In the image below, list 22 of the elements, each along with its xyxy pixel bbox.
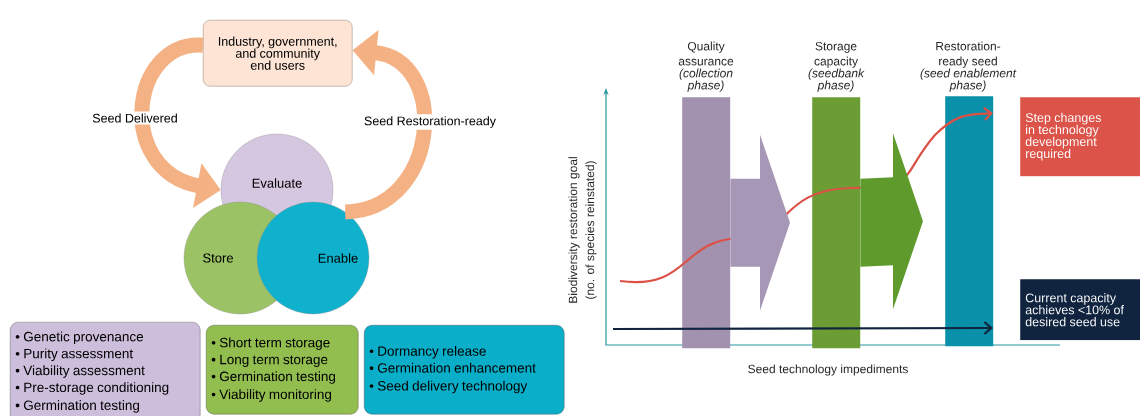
note-box: Step changes in technology development required [1020, 97, 1140, 177]
activity-list-box: • Genetic provenance • Purity assessment • Viability assessment • Pre-storage conditioning • Germination testing [10, 322, 201, 416]
node-label: Quality assurance [678, 41, 734, 66]
node-label: Restoration-ready seed [936, 41, 1001, 68]
node-label: (collection phase) [679, 68, 733, 92]
activity-list-box: • Dormancy release • Germination enhancement • Seed delivery technology [364, 325, 565, 415]
block-arrow [730, 134, 790, 311]
node-label: (seedbank phase) [808, 68, 865, 92]
phase-bar: Restoration-ready seed (seed enablement phase) [920, 41, 1017, 347]
edge-label: Seed Restoration-ready [362, 114, 498, 130]
activity-list-box: • Short term storage • Long term storage • Germination testing • Viability monitoring [206, 325, 359, 415]
note-box: Current capacity achieves <10% of desired seed use [1020, 279, 1140, 341]
axis-title: Seed technology impediments [748, 364, 908, 376]
end-user-box: Industry, government, and community end users [203, 20, 353, 87]
phase-bar: Storage capacity (seedbank phase) [808, 41, 865, 349]
node-label: (seed enablement phase) [920, 68, 1017, 92]
axis-title: (no. of species reinstated) [585, 161, 597, 299]
phase-bar: Quality assurance (collection phase) [678, 41, 734, 349]
axis-title: Biodiversity restoration goal [568, 157, 580, 303]
edge-label: Seed Delivered [90, 111, 180, 125]
node-label: Storage capacity [814, 41, 858, 68]
block-arrow [860, 133, 923, 310]
